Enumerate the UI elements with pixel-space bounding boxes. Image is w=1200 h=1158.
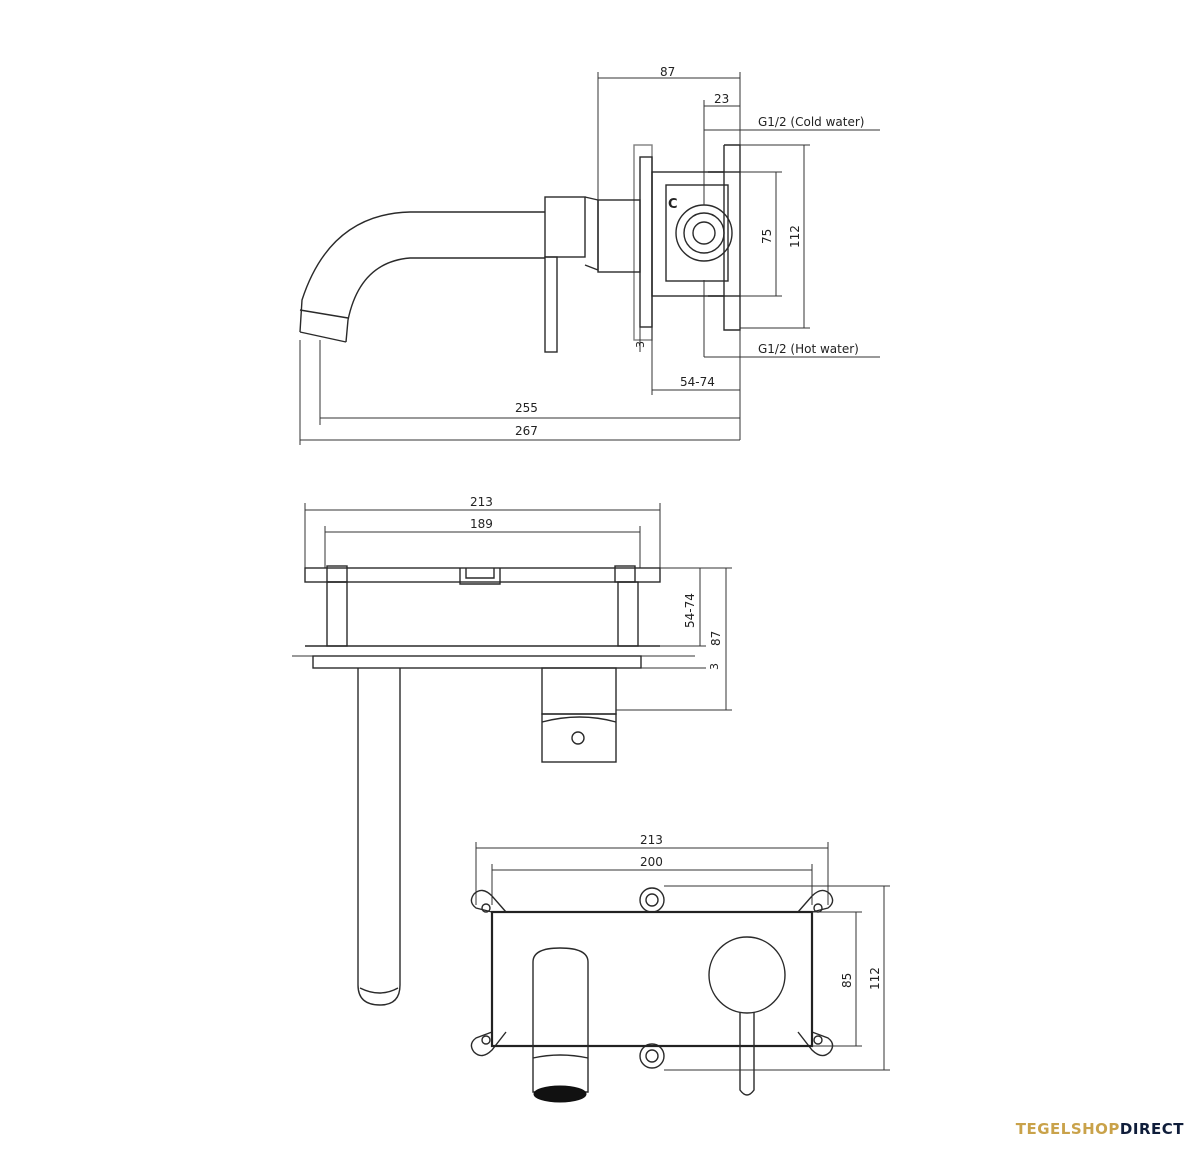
dim-112-front: 112 — [868, 967, 882, 990]
hot-water-label: G1/2 (Hot water) — [758, 342, 859, 356]
dim-54-74-mid: 54-74 — [683, 593, 697, 628]
lever-body — [544, 196, 586, 258]
dim-3-side: 3 — [634, 341, 647, 348]
dim-267: 267 — [515, 424, 538, 438]
valve-box — [651, 171, 741, 297]
mount-hole-br — [813, 1035, 823, 1045]
lever-stem — [544, 256, 558, 353]
box-right-post — [617, 581, 639, 647]
dim-112-side: 112 — [788, 225, 802, 248]
spout-bottom — [359, 987, 399, 994]
lever-taper — [541, 716, 617, 723]
spout-tip — [299, 309, 349, 343]
c-label: C — [668, 197, 678, 212]
valve-inner — [665, 184, 729, 282]
spout-outline — [299, 211, 545, 343]
mount-slot-top-inner — [645, 893, 659, 907]
dim-213-mid: 213 — [470, 495, 493, 509]
mount-slot-top — [639, 887, 665, 913]
box-left-post — [326, 581, 348, 647]
mount-bracket — [708, 144, 741, 331]
dim-54-74-side: 54-74 — [680, 375, 715, 389]
dim-23: 23 — [714, 92, 729, 106]
mount-hole-bl — [481, 1035, 491, 1045]
dim-85: 85 — [840, 973, 854, 988]
wall-plate — [639, 156, 653, 328]
valve-mid-ring — [683, 212, 725, 254]
watermark-part2: DIRECT — [1119, 1120, 1184, 1138]
lever-screw — [571, 731, 585, 745]
spout-front-band — [532, 1054, 589, 1059]
mount-slot-bottom — [639, 1043, 665, 1069]
dim-255: 255 — [515, 401, 538, 415]
lever-housing — [541, 667, 617, 715]
watermark-part1: TEGELSHOP — [1015, 1120, 1120, 1138]
watermark-logo: TEGELSHOPDIRECT — [1016, 1120, 1184, 1138]
spout-vertical — [357, 668, 401, 1006]
cold-water-label: G1/2 (Cold water) — [758, 115, 864, 129]
front-view: 213 200 85 112 — [470, 833, 890, 1103]
spout-outlet — [533, 1085, 587, 1103]
valve-inner-ring — [692, 221, 716, 245]
dim-75: 75 — [760, 229, 774, 244]
spout-front — [532, 947, 589, 1046]
box-top-plate — [304, 567, 661, 583]
mount-slot-bottom-inner — [645, 1049, 659, 1063]
mount-frame — [470, 889, 834, 1057]
lever-cap — [584, 196, 599, 272]
side-view: C 87 23 G1/2 (Cold water) G1/2 (Hot wate… — [299, 65, 880, 445]
front-faceplate — [490, 910, 814, 1048]
spout-front-lower — [532, 1046, 589, 1093]
dim-87-top: 87 — [660, 65, 675, 79]
top-down-view: 213 189 54-74 87 3 — [292, 495, 732, 1006]
dim-213-front: 213 — [640, 833, 663, 847]
lever-disc — [708, 936, 786, 1014]
mount-hole-tl — [481, 903, 491, 913]
box-center-slot — [459, 568, 501, 585]
dim-3-mid: 3 — [708, 663, 721, 670]
dim-200: 200 — [640, 855, 663, 869]
lever-handle-front — [739, 1012, 755, 1096]
wall-flange — [633, 144, 653, 341]
dim-87-mid: 87 — [709, 631, 723, 646]
lever-handle — [541, 713, 617, 763]
dim-189: 189 — [470, 517, 493, 531]
faceplate — [312, 655, 642, 669]
